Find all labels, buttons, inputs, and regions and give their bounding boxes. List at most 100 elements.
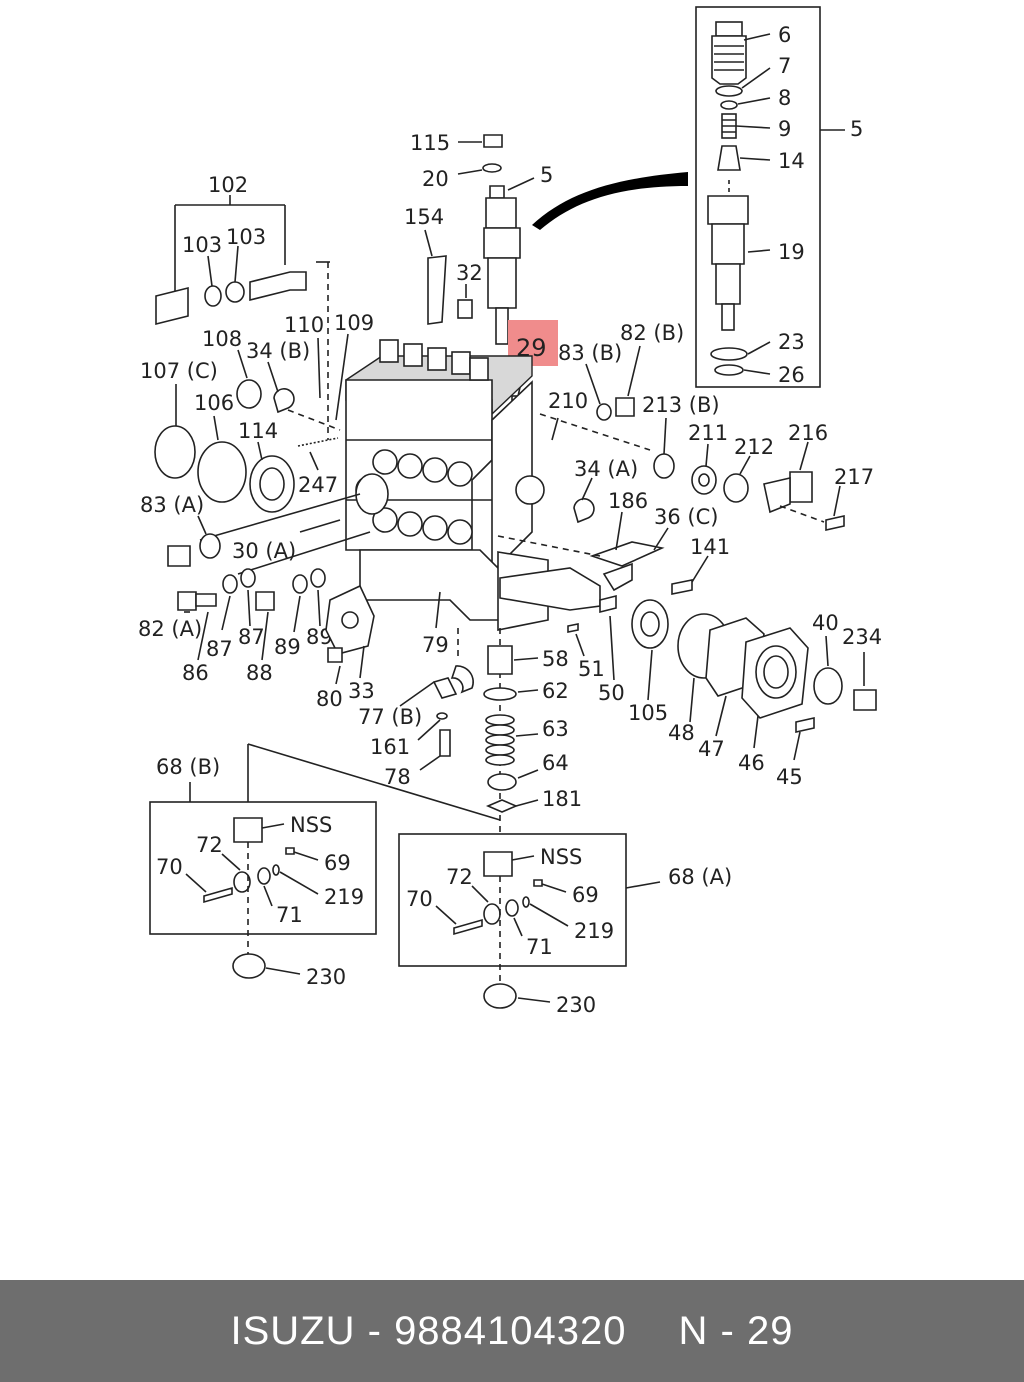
label-212: 212: [734, 435, 774, 459]
label-36c: 36 (C): [654, 505, 718, 529]
exploded-parts-diagram: 6 7 8 9 14 19 23 26 5 115 20 5 154 32: [138, 6, 882, 1017]
label-30a: 30 (A): [232, 539, 296, 563]
label-161: 161: [370, 735, 410, 759]
label-6: 6: [778, 23, 791, 47]
label-88: 88: [246, 661, 273, 685]
label-62: 62: [542, 679, 569, 703]
label-46: 46: [738, 751, 765, 775]
label-34b: 34 (B): [246, 339, 310, 363]
center-column-parts: 58 62 63 64 181 77 (B) 161 78: [247, 628, 582, 832]
label-219-b: 219: [324, 885, 364, 909]
label-45: 45: [776, 765, 803, 789]
label-103-a: 103: [182, 233, 222, 257]
footer-bar: ISUZU - 9884104320 N - 29: [0, 1280, 1024, 1382]
label-230-b: 230: [306, 965, 346, 989]
label-34a: 34 (A): [574, 457, 638, 481]
label-23: 23: [778, 330, 805, 354]
label-211: 211: [688, 421, 728, 445]
inset-box-delivery-valve: 6 7 8 9 14 19 23 26 5: [695, 6, 863, 388]
label-71-b: 71: [276, 903, 303, 927]
label-68a: 68 (A): [668, 865, 732, 889]
label-78: 78: [384, 765, 411, 789]
footer-brand: ISUZU: [230, 1308, 356, 1353]
label-213b: 213 (B): [642, 393, 720, 417]
label-51: 51: [578, 657, 605, 681]
label-58: 58: [542, 647, 569, 671]
label-89-a: 89: [274, 635, 301, 659]
label-108: 108: [202, 327, 242, 351]
spring: [485, 714, 515, 766]
label-8: 8: [778, 86, 791, 110]
label-32: 32: [456, 261, 483, 285]
label-nss-b: NSS: [290, 813, 332, 837]
label-106: 106: [194, 391, 234, 415]
label-71-a: 71: [526, 935, 553, 959]
label-230-a: 230: [556, 993, 596, 1017]
callout-arrow: [532, 172, 688, 230]
label-86: 86: [182, 661, 209, 685]
label-26: 26: [778, 363, 805, 387]
label-80: 80: [316, 687, 343, 711]
label-5-top: 5: [540, 163, 553, 187]
label-64: 64: [542, 751, 569, 775]
label-219-a: 219: [574, 919, 614, 943]
label-83a: 83 (A): [140, 493, 204, 517]
label-nss-a: NSS: [540, 845, 582, 869]
label-141: 141: [690, 535, 730, 559]
label-14: 14: [778, 149, 805, 173]
label-216: 216: [788, 421, 828, 445]
label-154: 154: [404, 205, 444, 229]
label-82a: 82 (A): [138, 617, 202, 641]
label-19: 19: [778, 240, 805, 264]
label-47: 47: [698, 737, 725, 761]
box-68a: 68 (A) NSS 69 72 70 219 71 230: [398, 833, 732, 1017]
label-69-b: 69: [324, 851, 351, 875]
label-234: 234: [842, 625, 882, 649]
label-69-a: 69: [572, 883, 599, 907]
right-parts: 83 (B) 82 (B) 210 213 (B) 211 212 216 21…: [497, 321, 882, 789]
label-102: 102: [208, 173, 248, 197]
footer-separator-1: -: [367, 1308, 382, 1353]
label-82b: 82 (B): [620, 321, 684, 345]
footer-part-number: 9884104320: [394, 1308, 627, 1353]
label-87-b: 87: [238, 625, 265, 649]
label-40: 40: [812, 611, 839, 635]
label-87-a: 87: [206, 637, 233, 661]
label-7: 7: [778, 54, 791, 78]
label-68b: 68 (B): [156, 755, 220, 779]
label-77b: 77 (B): [358, 705, 422, 729]
label-110: 110: [284, 313, 324, 337]
label-9: 9: [778, 117, 791, 141]
label-20: 20: [422, 167, 449, 191]
footer-ref-prefix: N: [678, 1308, 709, 1353]
label-186: 186: [608, 489, 648, 513]
footer-ref-number: 29: [747, 1308, 794, 1353]
label-109: 109: [334, 311, 374, 335]
label-72-a: 72: [446, 865, 473, 889]
label-105: 105: [628, 701, 668, 725]
label-33: 33: [348, 679, 375, 703]
injector-row: [379, 339, 489, 381]
label-103-b: 103: [226, 225, 266, 249]
label-79: 79: [422, 633, 449, 657]
label-63: 63: [542, 717, 569, 741]
label-217: 217: [834, 465, 874, 489]
pump-body: [345, 339, 549, 631]
label-247: 247: [298, 473, 338, 497]
label-83b: 83 (B): [558, 341, 622, 365]
label-210: 210: [548, 389, 588, 413]
footer-separator-2: -: [720, 1308, 735, 1353]
label-72-b: 72: [196, 833, 223, 857]
top-parts: 115 20 5 154 32: [404, 131, 553, 345]
label-70-b: 70: [156, 855, 183, 879]
label-114: 114: [238, 419, 278, 443]
label-48: 48: [668, 721, 695, 745]
label-50: 50: [598, 681, 625, 705]
label-5-box: 5: [850, 117, 863, 141]
left-parts: 102 103 103 110 109 108 34 (B) 107 (C) 1…: [138, 173, 459, 711]
label-107c: 107 (C): [140, 359, 218, 383]
label-70-a: 70: [406, 887, 433, 911]
label-115: 115: [410, 131, 450, 155]
box-68b: 68 (B) NSS 69 72 70 219 71 230: [149, 755, 377, 989]
label-181: 181: [542, 787, 582, 811]
